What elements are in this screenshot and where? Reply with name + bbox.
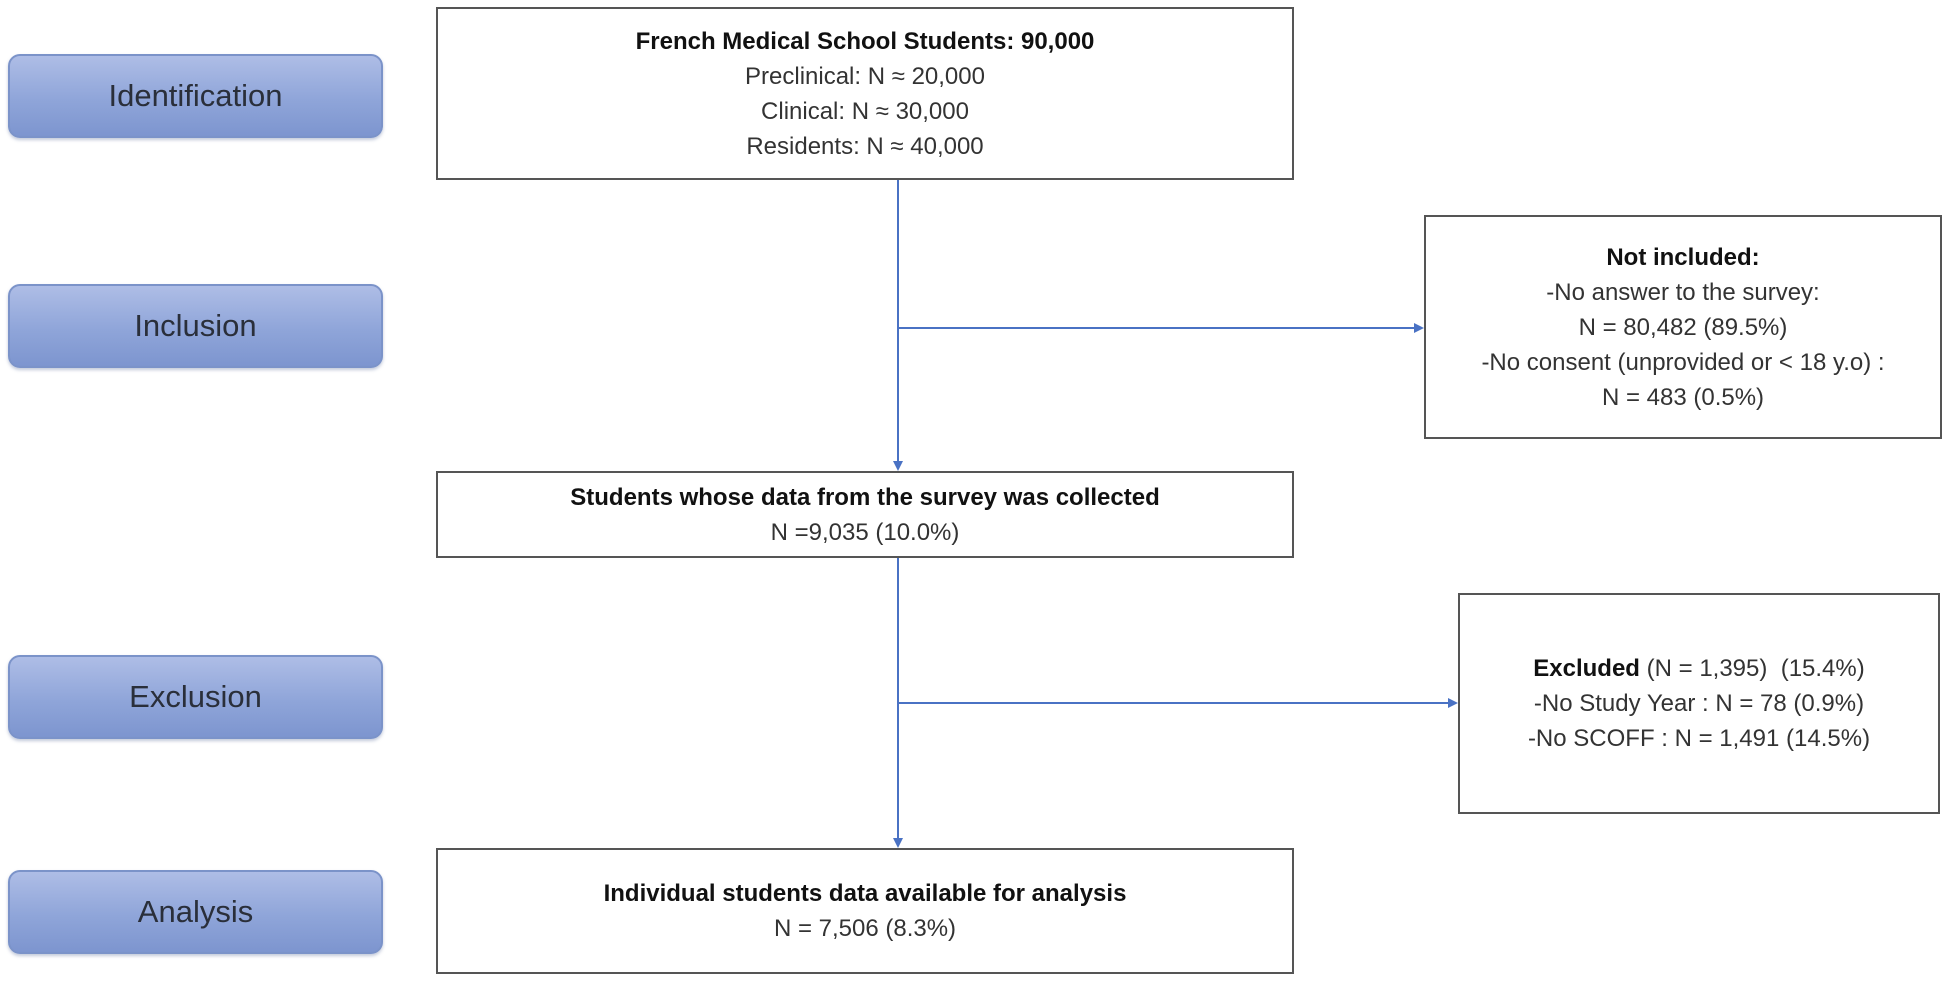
excluded-count: (N = 1,395) (15.4%) xyxy=(1639,655,1865,682)
analysis-box: Individual students data available for a… xyxy=(436,848,1294,974)
collected-data-box: Students whose data from the survey was … xyxy=(436,471,1294,558)
not-included-line: -No answer to the survey: xyxy=(1546,278,1820,306)
excluded-heading: Excluded (N = 1,395) (15.4%) xyxy=(1533,651,1864,686)
source-population-box: French Medical School Students: 90,000 P… xyxy=(436,7,1294,180)
excluded-line: -No Study Year : N = 78 (0.9%) xyxy=(1533,690,1865,717)
source-line-clinical: Clinical: N ≈ 30,000 xyxy=(761,97,969,125)
not-included-title: Not included: xyxy=(1606,243,1760,271)
stage-identification-label: Identification xyxy=(8,54,383,138)
collected-title: Students whose data from the survey was … xyxy=(570,483,1160,511)
stage-exclusion-label: Exclusion xyxy=(8,655,383,739)
excluded-box: Excluded (N = 1,395) (15.4%) -No Study Y… xyxy=(1458,593,1940,814)
not-included-box: Not included: -No answer to the survey: … xyxy=(1424,215,1942,439)
analysis-title: Individual students data available for a… xyxy=(603,880,1127,907)
source-line-residents: Residents: N ≈ 40,000 xyxy=(746,132,984,160)
collected-value: N =9,035 (10.0%) xyxy=(770,518,960,546)
not-included-line: -No consent (unprovided or < 18 y.o) : xyxy=(1481,348,1885,376)
source-line-preclinical: Preclinical: N ≈ 20,000 xyxy=(745,62,985,90)
excluded-title: Excluded xyxy=(1533,655,1640,682)
source-title: French Medical School Students: 90,000 xyxy=(635,27,1095,55)
not-included-line: N = 483 (0.5%) xyxy=(1601,383,1765,411)
stage-inclusion-label: Inclusion xyxy=(8,284,383,368)
not-included-line: N = 80,482 (89.5%) xyxy=(1578,313,1788,341)
analysis-value: N = 7,506 (8.3%) xyxy=(773,915,957,942)
stage-analysis-label: Analysis xyxy=(8,870,383,954)
excluded-line: -No SCOFF : N = 1,491 (14.5%) xyxy=(1527,725,1871,752)
